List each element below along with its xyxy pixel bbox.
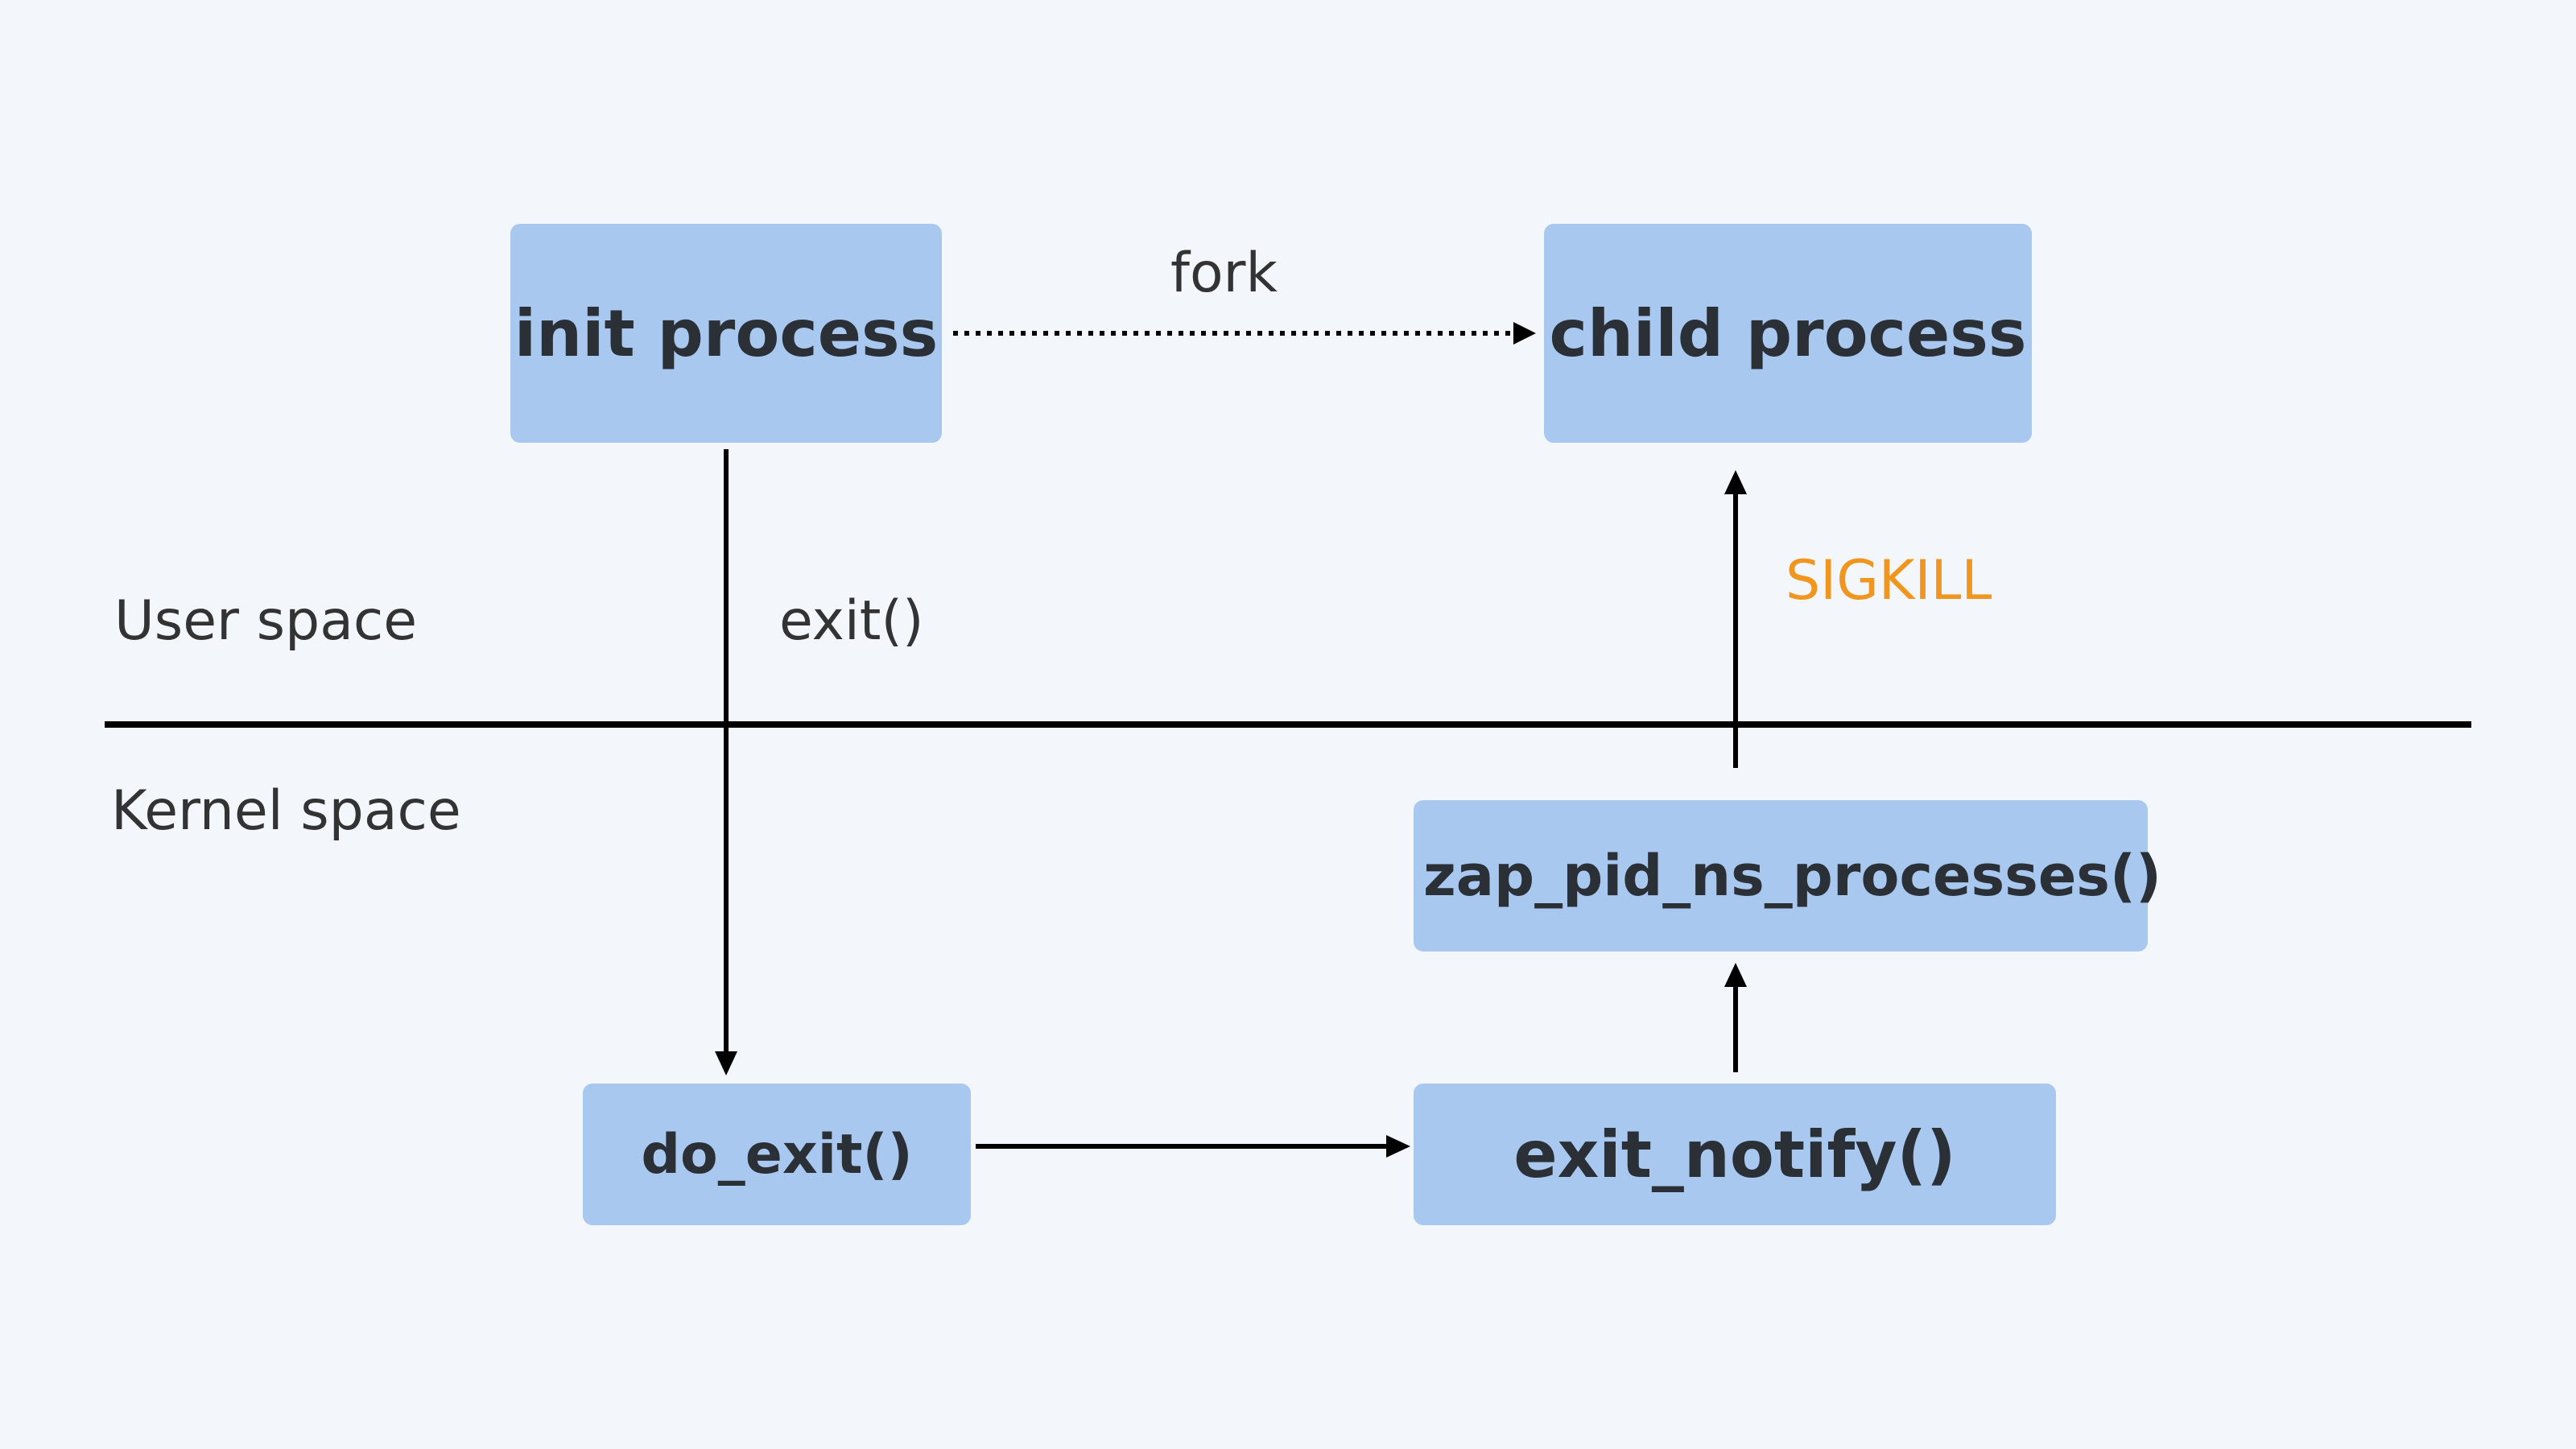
exit-notify-to-zap-arrowhead (1724, 963, 1747, 987)
exit-edge-label: exit() (779, 589, 924, 653)
user-space-label: User space (114, 589, 418, 653)
sigkill-edge-label: SIGKILL (1785, 549, 1992, 613)
do-exit-to-exit-notify-arrowhead (1386, 1135, 1410, 1158)
child-process-label: child process (1549, 295, 2027, 371)
kernel-space-label: Kernel space (111, 779, 461, 843)
init-process-label: init process (514, 295, 939, 371)
sigkill-arrowhead (1724, 470, 1747, 494)
zap-pid-ns-processes-node: zap_pid_ns_processes() (1414, 800, 2161, 952)
do-exit-label: do_exit() (641, 1122, 913, 1187)
fork-arrowhead (1513, 322, 1536, 345)
child-process-node: child process (1544, 224, 2032, 443)
exit-notify-label: exit_notify() (1513, 1117, 1956, 1192)
do-exit-node: do_exit() (583, 1084, 971, 1225)
init-process-node: init process (510, 224, 942, 443)
exit-arrowhead (715, 1051, 737, 1075)
fork-edge-label: fork (1170, 242, 1278, 305)
zap-pid-ns-processes-label: zap_pid_ns_processes() (1423, 843, 2161, 909)
exit-notify-node: exit_notify() (1414, 1084, 2056, 1225)
